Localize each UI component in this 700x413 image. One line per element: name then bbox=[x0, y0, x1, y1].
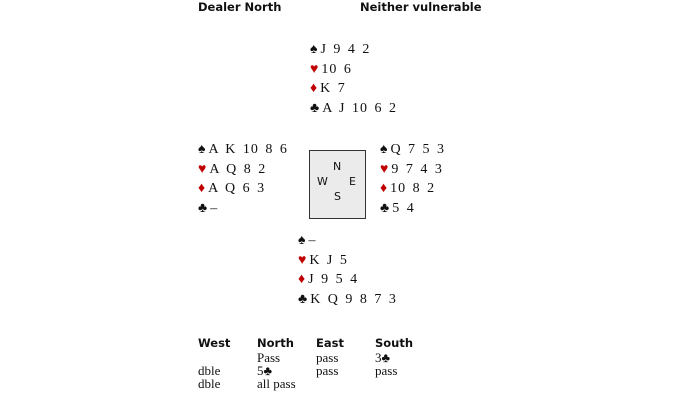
club-icon: ♣ bbox=[298, 292, 308, 308]
auction-header-east: East bbox=[316, 336, 344, 350]
spade-icon: ♠ bbox=[298, 233, 306, 248]
north-diamonds-cards: K 7 bbox=[320, 81, 346, 97]
east-clubs-cards: 5 4 bbox=[392, 201, 415, 217]
club-icon: ♣ bbox=[310, 101, 320, 117]
east-spades-line: ♠Q 7 5 3 bbox=[380, 140, 445, 160]
south-hand: ♠–♥K J 5♦J 9 5 4♣K Q 9 8 7 3 bbox=[298, 231, 397, 310]
bid-east: pass bbox=[316, 350, 339, 365]
bid-north: all pass bbox=[257, 376, 296, 391]
west-spades-line: ♠A K 10 8 6 bbox=[198, 140, 288, 160]
west-clubs-line: ♣– bbox=[198, 199, 288, 219]
north-diamonds-line: ♦K 7 bbox=[310, 79, 397, 99]
south-diamonds-line: ♦J 9 5 4 bbox=[298, 270, 397, 290]
west-clubs-cards: – bbox=[210, 201, 219, 217]
north-hearts-line: ♥10 6 bbox=[310, 60, 397, 80]
auction-header-west: West bbox=[198, 336, 231, 350]
west-hearts-cards: A Q 8 2 bbox=[209, 161, 267, 177]
heart-icon: ♥ bbox=[298, 252, 307, 268]
north-hand: ♠J 9 4 2♥10 6♦K 7♣A J 10 6 2 bbox=[310, 40, 397, 119]
auction-header-north: North bbox=[257, 336, 294, 350]
bid-east: pass bbox=[316, 363, 339, 378]
diamond-icon: ♦ bbox=[310, 81, 318, 97]
diamond-icon: ♦ bbox=[380, 181, 388, 197]
south-diamonds-cards: J 9 5 4 bbox=[308, 272, 359, 288]
compass-box: N W E S bbox=[309, 150, 366, 219]
south-spades-line: ♠– bbox=[298, 231, 397, 251]
dealer-label: Dealer North bbox=[198, 0, 282, 14]
north-clubs-line: ♣A J 10 6 2 bbox=[310, 99, 397, 119]
bid-west: dble bbox=[198, 363, 221, 378]
heart-icon: ♥ bbox=[310, 61, 319, 77]
diamond-icon: ♦ bbox=[298, 272, 306, 288]
west-spades-cards: A K 10 8 6 bbox=[208, 142, 288, 157]
bid-north: 5♣ bbox=[257, 363, 273, 378]
bid-west: dble bbox=[198, 376, 221, 391]
east-spades-cards: Q 7 5 3 bbox=[390, 142, 446, 157]
bid-north: Pass bbox=[257, 350, 281, 365]
north-clubs-cards: A J 10 6 2 bbox=[322, 101, 397, 117]
heart-icon: ♥ bbox=[198, 161, 207, 177]
compass-west: W bbox=[317, 175, 328, 188]
north-spades-line: ♠J 9 4 2 bbox=[310, 40, 397, 60]
diamond-icon: ♦ bbox=[198, 181, 206, 197]
east-diamonds-line: ♦10 8 2 bbox=[380, 179, 445, 199]
compass-east: E bbox=[349, 175, 356, 188]
north-hearts-cards: 10 6 bbox=[321, 61, 352, 77]
east-hearts-line: ♥9 7 4 3 bbox=[380, 160, 445, 180]
east-clubs-line: ♣5 4 bbox=[380, 199, 445, 219]
compass-south: S bbox=[334, 190, 341, 203]
south-spades-cards: – bbox=[308, 233, 317, 248]
west-diamonds-cards: A Q 6 3 bbox=[208, 181, 266, 197]
spade-icon: ♠ bbox=[310, 42, 318, 57]
south-clubs-line: ♣K Q 9 8 7 3 bbox=[298, 290, 397, 310]
east-hand: ♠Q 7 5 3♥9 7 4 3♦10 8 2♣5 4 bbox=[380, 140, 445, 219]
spade-icon: ♠ bbox=[380, 142, 388, 157]
bid-south: 3♣ bbox=[375, 350, 391, 365]
south-hearts-cards: K J 5 bbox=[309, 252, 348, 268]
east-diamonds-cards: 10 8 2 bbox=[390, 181, 436, 197]
auction-header-south: South bbox=[375, 336, 414, 350]
west-diamonds-line: ♦A Q 6 3 bbox=[198, 179, 288, 199]
bid-south: pass bbox=[375, 363, 398, 378]
west-hand: ♠A K 10 8 6♥A Q 8 2♦A Q 6 3♣– bbox=[198, 140, 288, 219]
heart-icon: ♥ bbox=[380, 161, 389, 177]
north-spades-cards: J 9 4 2 bbox=[320, 42, 371, 57]
south-hearts-line: ♥K J 5 bbox=[298, 251, 397, 271]
club-icon: ♣ bbox=[380, 201, 390, 217]
west-hearts-line: ♥A Q 8 2 bbox=[198, 160, 288, 180]
compass-north: N bbox=[333, 160, 342, 173]
east-hearts-cards: 9 7 4 3 bbox=[391, 161, 443, 177]
spade-icon: ♠ bbox=[198, 142, 206, 157]
south-clubs-cards: K Q 9 8 7 3 bbox=[310, 292, 397, 308]
vulnerability-label: Neither vulnerable bbox=[360, 0, 482, 14]
club-icon: ♣ bbox=[198, 201, 208, 217]
